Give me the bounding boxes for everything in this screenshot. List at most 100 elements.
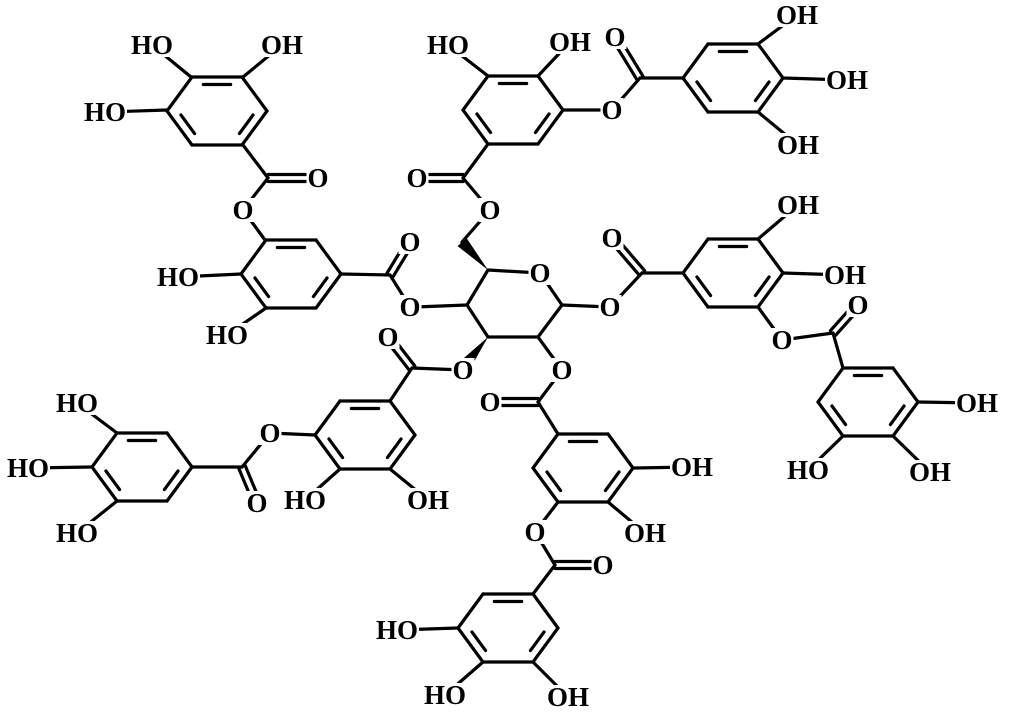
atom-label: HO [422, 680, 468, 710]
atom-label-text: OH [776, 0, 818, 30]
atom-label-text: HO [427, 30, 469, 60]
atom-label: HO [5, 453, 51, 483]
atom-label: HO [282, 485, 328, 515]
atom-label-text: HO [787, 455, 829, 485]
label-mask [282, 488, 328, 512]
atom-label: HO [204, 320, 250, 350]
label-mask [478, 390, 502, 414]
atom-label-text: HO [84, 97, 126, 127]
atom-label: HO [54, 518, 100, 548]
label-mask [907, 460, 953, 484]
atom-label-text: O [604, 22, 625, 52]
atom-label: HO [129, 30, 175, 60]
atom-label-text: O [601, 223, 622, 253]
atom-label: OH [822, 260, 868, 290]
ring-bond [388, 433, 417, 471]
label-mask [204, 323, 250, 347]
bond [831, 331, 845, 370]
atom-label: O [478, 387, 502, 417]
aromatic-inner-bond [327, 437, 345, 460]
aromatic-inner-bond [253, 276, 271, 299]
label-mask [545, 685, 591, 709]
label-mask [259, 33, 305, 57]
aromatic-inner-bond [695, 80, 713, 103]
ring-bond [165, 431, 194, 469]
atom-label-text: HO [157, 262, 199, 292]
label-mask [451, 358, 475, 382]
ring-bond [816, 400, 845, 438]
aromatic-inner-bond [104, 469, 122, 492]
atom-label-text: O [259, 418, 280, 448]
label-mask [775, 193, 821, 217]
ring-bond [90, 465, 119, 503]
atom-label-text: HO [131, 30, 173, 60]
atom-label: O [603, 22, 627, 52]
atom-label-text: HO [376, 615, 418, 645]
atom-label-text: O [406, 163, 427, 193]
ring-bond [165, 109, 194, 147]
atom-label-text: O [599, 292, 620, 322]
atom-label: OH [669, 452, 715, 482]
atom-label: HO [785, 455, 831, 485]
atom-label: O [523, 517, 547, 547]
atom-label: OH [774, 0, 820, 30]
wedge-bond [457, 237, 488, 270]
bond [461, 142, 490, 180]
atom-label-text: O [399, 292, 420, 322]
bond [413, 303, 469, 309]
label-mask [600, 226, 624, 250]
ring-bond [314, 272, 343, 310]
atom-label: HO [425, 30, 471, 60]
aromatic-inner-bond [311, 276, 329, 299]
aromatic-inner-bond [179, 113, 197, 136]
atom-label-text: HO [424, 680, 466, 710]
ring-bond [239, 238, 268, 276]
aromatic-inner-bond [695, 275, 713, 298]
atom-label-text: OH [547, 682, 589, 712]
label-mask [774, 3, 820, 27]
atom-label: O [398, 292, 422, 322]
label-mask [405, 488, 451, 512]
ring-bond [756, 42, 785, 80]
atom-label: O [770, 325, 794, 355]
atom-label: OH [547, 27, 593, 57]
ring-bond [756, 237, 785, 275]
label-mask [258, 421, 282, 445]
atom-label-text: HO [206, 320, 248, 350]
atom-label-text: HO [56, 388, 98, 418]
label-mask [376, 325, 400, 349]
aromatic-inner-bond [603, 470, 621, 493]
label-mask [129, 33, 175, 57]
atom-label-text: OH [826, 65, 868, 95]
atom-label: HO [54, 388, 100, 418]
aromatic-inner-bond [830, 404, 848, 427]
atom-label: O [550, 355, 574, 385]
atom-label-text: OH [407, 485, 449, 515]
atom-label-text: O [307, 163, 328, 193]
atom-label-text: O [232, 195, 253, 225]
label-mask [398, 230, 422, 254]
label-mask [231, 198, 255, 222]
label-mask [550, 358, 574, 382]
label-mask [547, 30, 593, 54]
atom-label-text: O [479, 387, 500, 417]
ring-bond [816, 366, 845, 404]
label-mask [669, 455, 715, 479]
atom-label: OH [775, 190, 821, 220]
atom-label: OH [954, 388, 1000, 418]
ring-bond [606, 432, 635, 470]
label-mask [82, 100, 128, 124]
atom-label-text: OH [956, 388, 998, 418]
bond [241, 143, 270, 180]
ring-bond [606, 466, 635, 504]
ring-bond [531, 592, 560, 630]
ring-bond [313, 433, 342, 471]
atom-label: O [231, 195, 255, 225]
ring-bond [756, 271, 785, 309]
atom-label: O [591, 550, 615, 580]
label-mask [5, 456, 51, 480]
label-mask [600, 98, 624, 122]
atom-label-text: O [479, 195, 500, 225]
